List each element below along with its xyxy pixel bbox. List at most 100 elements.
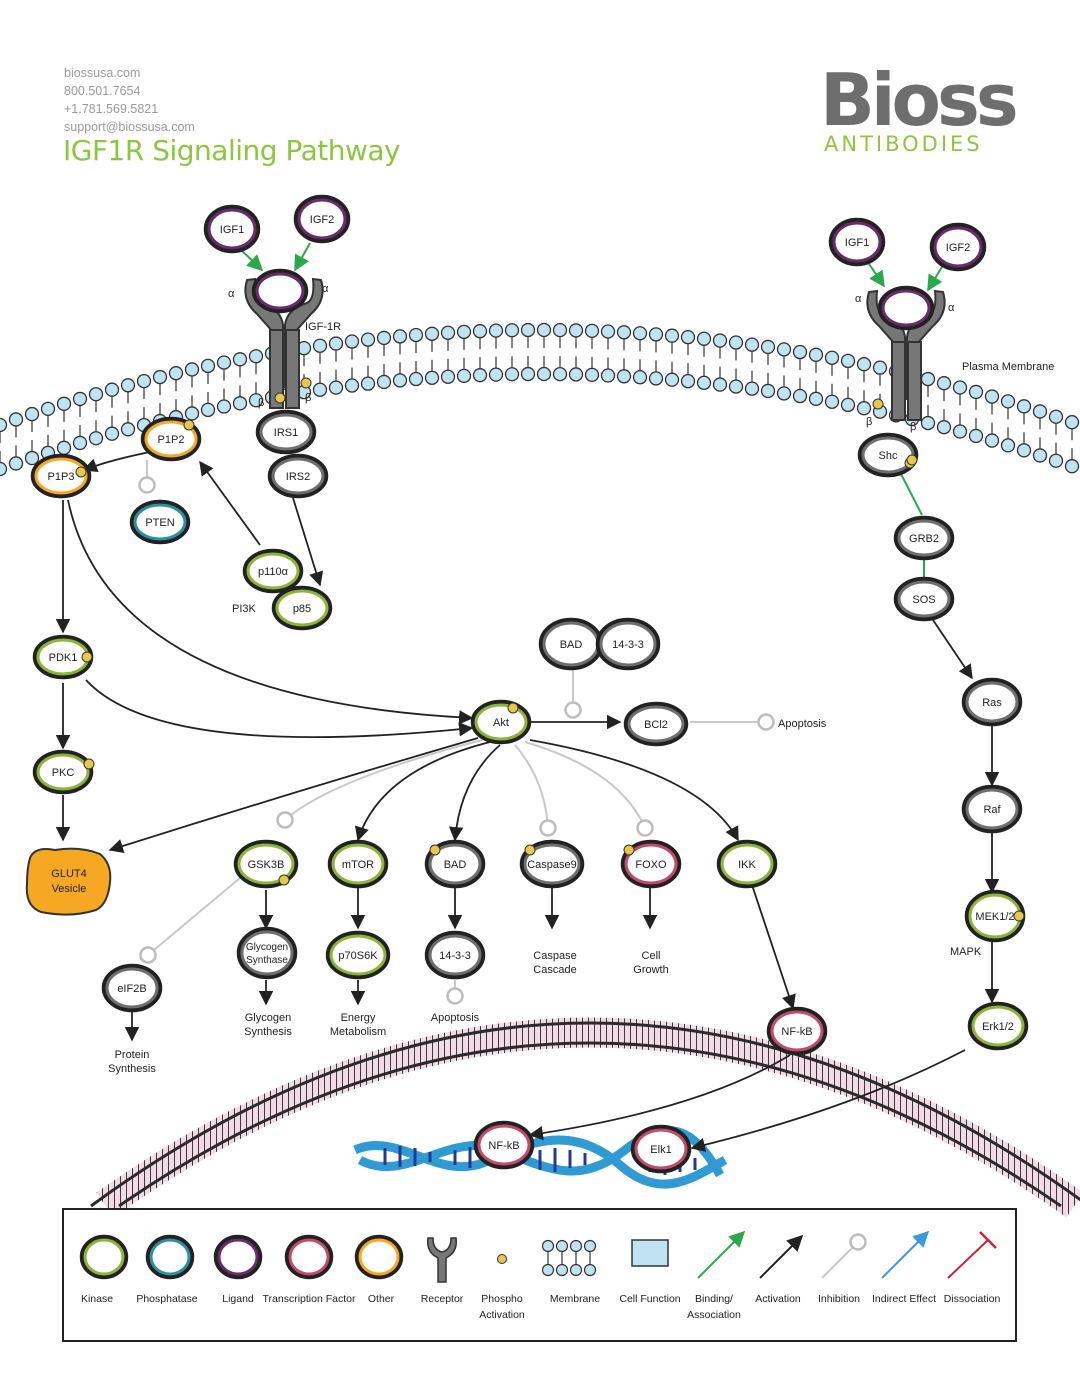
- phospho-marker: [183, 419, 195, 431]
- plasma-membrane-label: Plasma Membrane: [962, 361, 1054, 373]
- phospho-marker: [75, 466, 87, 478]
- node-label: BCl2: [644, 719, 668, 731]
- node-label: p70S6K: [338, 950, 378, 962]
- node-label: FOXO: [635, 859, 667, 871]
- beta-label: β: [910, 421, 916, 433]
- node-label: IGF2: [310, 214, 334, 226]
- node-label: Raf: [983, 804, 1001, 816]
- node-label: Caspase9: [527, 859, 577, 871]
- node-sos: SOS: [893, 576, 955, 622]
- node-label: Shc: [879, 450, 898, 462]
- node-gsk3b: GSK3B: [233, 839, 299, 889]
- node-pdk1: PDK1: [32, 634, 94, 680]
- glycogen-synthase-label: Glycogen: [246, 942, 288, 953]
- pathway-edges: [55, 242, 1000, 1152]
- legend-phospho-label: Activation: [479, 1309, 525, 1321]
- legend-phospho-icon: [497, 1254, 507, 1264]
- phospho-marker: [1013, 910, 1025, 922]
- alpha-label: α: [948, 302, 955, 314]
- node-pip3: P1P3: [30, 453, 92, 499]
- receptor-ligand-circle: [251, 268, 309, 314]
- receptor-ligand-circle: [877, 285, 935, 331]
- legend: Kinase Phosphatase Ligand Transcription …: [62, 1208, 1017, 1342]
- node-igf2-right: IGF2: [929, 222, 987, 272]
- phospho-marker: [278, 874, 290, 886]
- glycogen-synthesis-label: Synthesis: [244, 1026, 292, 1038]
- node-label: p85: [293, 603, 311, 615]
- node-p85: p85: [271, 585, 333, 631]
- legend-cell-function-icon: [631, 1239, 669, 1267]
- alpha-label: α: [855, 293, 862, 305]
- alpha-label: α: [228, 288, 235, 300]
- legend-dissociation-label: Dissociation: [944, 1293, 1001, 1305]
- node-erk: Erk1/2: [967, 1001, 1029, 1051]
- node-label: MEK1/2: [975, 911, 1014, 923]
- node-igf1-right: IGF1: [828, 217, 886, 267]
- node-label: Ras: [982, 697, 1002, 709]
- legend-other-icon: [354, 1234, 404, 1280]
- phospho-marker: [906, 454, 918, 466]
- node-label: mTOR: [342, 859, 374, 871]
- legend-binding-icon: [697, 1230, 746, 1279]
- contact-info: biossusa.com 800.501.7654 +1.781.569.582…: [64, 64, 195, 136]
- node-bad-top: BAD: [538, 617, 604, 671]
- apoptosis-label: Apoptosis: [431, 1012, 480, 1024]
- node-label: PKC: [52, 767, 75, 779]
- node-mtor: mTOR: [327, 839, 389, 889]
- glycogen-synthesis-label: Glycogen: [245, 1012, 291, 1024]
- beta-label: β: [305, 392, 311, 404]
- legend-activation-label: Activation: [755, 1293, 801, 1305]
- node-grb2: GRB2: [893, 515, 955, 561]
- cell-growth-label: Cell: [642, 950, 661, 962]
- diagram-labels: α α β β IGF-1R α α β β Plasma Membrane P…: [108, 283, 1054, 1075]
- legend-indirect-icon: [881, 1230, 930, 1279]
- page-title: IGF1R Signaling Pathway: [63, 134, 401, 167]
- node-shc: Shc: [857, 432, 919, 478]
- caspase-cascade-label: Cascade: [533, 964, 576, 976]
- legend-box: [62, 1208, 1017, 1342]
- phospho-marker: [300, 377, 312, 389]
- phone-text: 800.501.7654: [64, 84, 141, 98]
- node-label: NF-kB: [781, 1026, 812, 1038]
- legend-receptor-icon: [426, 1237, 458, 1283]
- legend-transcription-factor-label: Transcription Factor: [263, 1293, 356, 1305]
- node-label: PDK1: [49, 652, 78, 664]
- node-label: BAD: [560, 639, 583, 651]
- legend-indirect-effect-label: Indirect Effect: [872, 1293, 936, 1305]
- legend-inhibition-label: Inhibition: [818, 1293, 860, 1305]
- legend-dissociation-icon: [947, 1231, 997, 1279]
- legend-phospho-label: Phospho: [481, 1293, 523, 1305]
- node-label: IGF1: [220, 224, 244, 236]
- legend-inhibition-icon: [821, 1233, 867, 1279]
- node-akt: Akt: [470, 699, 532, 745]
- glut4-vesicle: GLUT4 Vesicle: [25, 847, 112, 916]
- node-label: SOS: [912, 594, 935, 606]
- cell-growth-label: Growth: [633, 964, 668, 976]
- node-label: IRS2: [286, 471, 310, 483]
- node-label: IGF2: [946, 242, 970, 254]
- node-pkc: PKC: [32, 749, 95, 795]
- node-igf1-left: IGF1: [203, 204, 261, 254]
- nuclear-envelope: [96, 1017, 1080, 1218]
- legend-membrane-label: Membrane: [550, 1293, 600, 1305]
- protein-synthesis-label: Protein: [115, 1049, 150, 1061]
- energy-metabolism-label: Energy: [341, 1012, 376, 1024]
- node-mek: MEK1/2: [964, 889, 1026, 943]
- website-text: biossusa.com: [64, 66, 141, 80]
- legend-ligand-icon: [213, 1234, 263, 1280]
- igf1r-label: IGF-1R: [305, 321, 341, 333]
- legend-phosphatase-icon: [145, 1234, 195, 1280]
- igf1r-receptor-left: [244, 277, 324, 409]
- node-eif2b: eIF2B: [101, 963, 163, 1013]
- phospho-marker: [507, 702, 519, 714]
- node-label: Elk1: [650, 1144, 671, 1156]
- node-label: GSK3B: [248, 859, 285, 871]
- node-nfkb: NF-kB: [766, 1006, 828, 1056]
- node-label: p110α: [258, 566, 289, 578]
- node-ikk: IKK: [716, 839, 778, 889]
- igf1r-receptor-right: [866, 289, 946, 421]
- node-label: IRS1: [274, 427, 298, 439]
